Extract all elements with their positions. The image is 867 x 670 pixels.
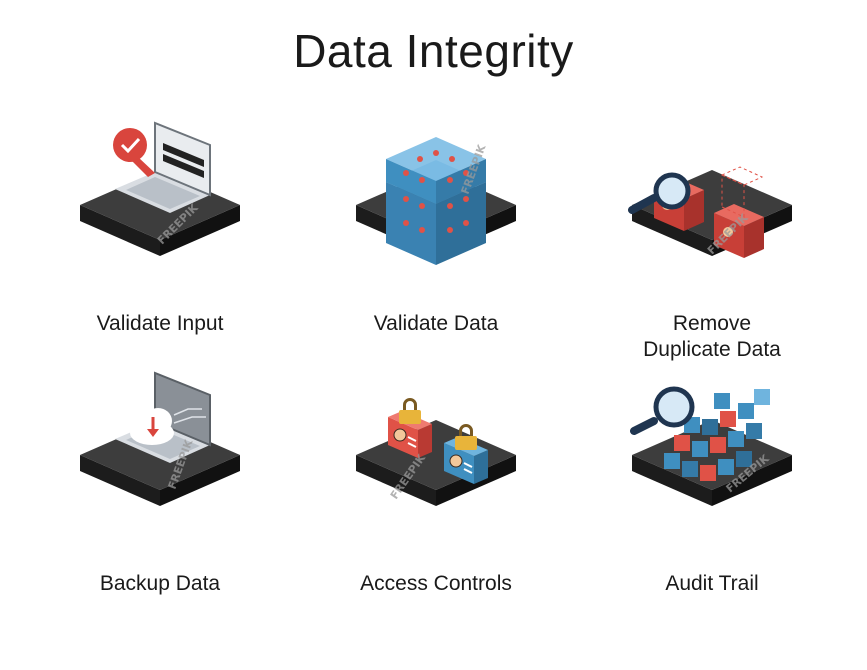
magnifier-cube-cluster-icon: FREEPIK xyxy=(630,386,792,506)
item-label: Validate Input xyxy=(96,312,224,335)
item-label: Validate Data xyxy=(373,312,499,335)
item-label: Access Controls xyxy=(360,572,512,595)
locked-user-profiles-icon: FREEPIK xyxy=(356,398,516,506)
laptop-cloud-backup-icon: FREEPIK xyxy=(80,371,240,506)
item-label: Audit Trail xyxy=(665,572,759,595)
laptop-password-check-icon: FREEPIK xyxy=(80,121,240,256)
data-cube-stack-icon: FREEPIK xyxy=(356,137,516,265)
item-label: Backup Data xyxy=(99,572,221,595)
page-title: Data Integrity xyxy=(293,25,574,77)
magnifier-duplicate-boxes-icon: FREEPIK xyxy=(628,166,792,258)
